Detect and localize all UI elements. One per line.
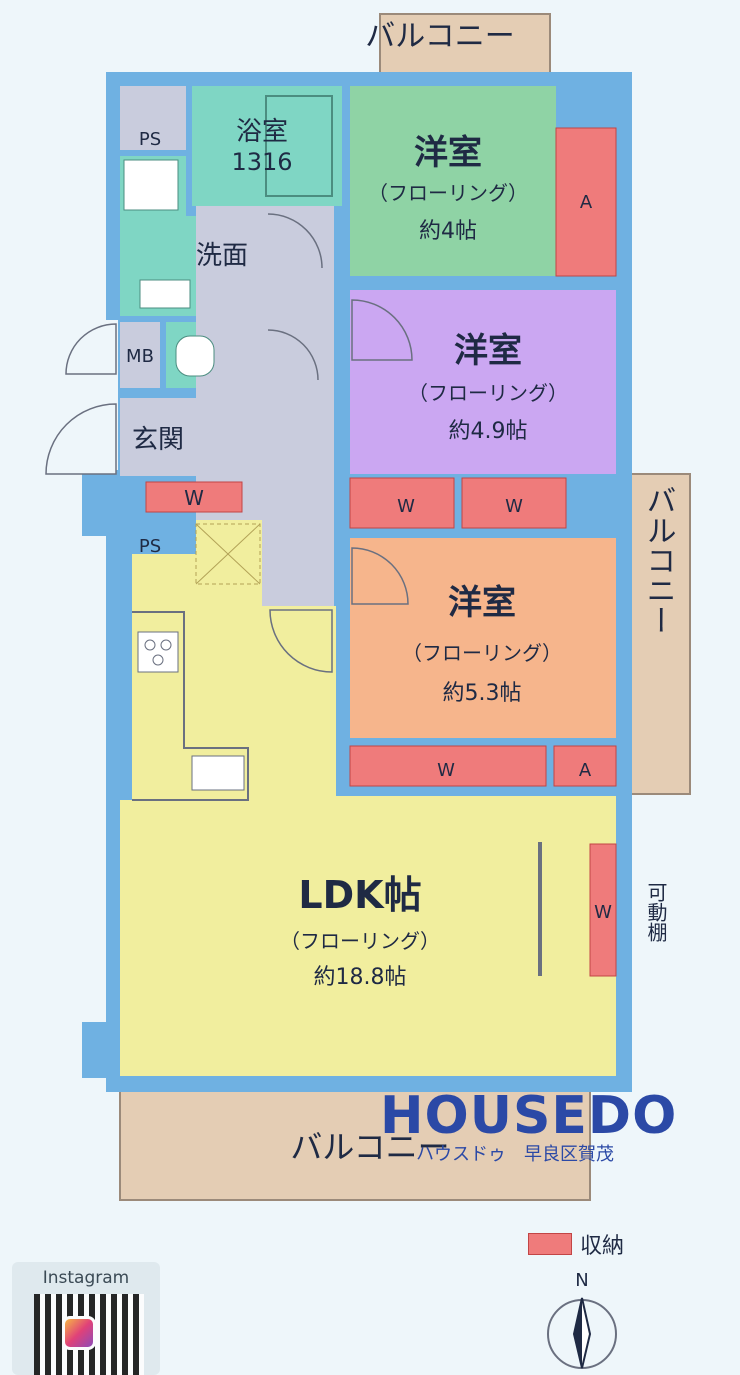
balcony-right-label: バルコニー [641,485,676,635]
washing-machine-icon [123,159,179,211]
door-ldk [269,609,333,673]
legend-label: 収納 [580,1234,625,1259]
room2-size: 約4.9帖 [449,419,528,444]
toilet-icon [175,335,215,377]
storage-w-room2-right [461,477,567,529]
mb-label: MB [126,346,154,367]
washroom-label: 洗面 [196,241,248,271]
balcony-right [627,473,691,795]
brand-logo: HOUSEDO ハウスドゥ 早良区賀茂 [380,1086,677,1166]
room1-size: 約4帖 [419,219,477,244]
storage-w-room2-left [349,477,455,529]
room3-name: 洋室 [448,583,516,623]
ldk-room [120,520,616,1076]
entrance-label: 玄関 [132,425,184,455]
legend-swatch [528,1233,572,1255]
storage-w-room2-right-label: W [505,496,523,517]
storage-w-entrance [145,481,243,513]
ps-top-label: PS [139,129,161,150]
door-room2 [351,299,413,361]
storage-w-room3 [349,745,547,787]
stove-icon [137,631,179,673]
instagram-card[interactable]: Instagram [12,1262,160,1375]
room2-name: 洋室 [454,331,522,371]
ps-mid-label: PS [139,536,161,557]
sink-icon [191,755,245,791]
balcony-top [379,13,551,75]
storage-a-top [555,127,617,277]
room1-floor: （フローリング） [368,181,528,205]
legend: 収納 [528,1228,624,1260]
door-room3 [351,547,409,605]
compass-north-label: N [575,1270,588,1291]
mb-closet [120,322,160,388]
room-2 [350,290,616,474]
bath-name-label: 浴室 [236,117,288,147]
storage-a-lower-label: A [579,760,592,781]
room3-size: 約5.3帖 [443,681,522,706]
brand-name: HOUSEDO [380,1086,678,1146]
door-entrance [45,403,117,475]
ldk-floor: （フローリング） [280,929,440,953]
instagram-icon [62,1316,96,1350]
brand-subtitle: ハウスドゥ 早良区賀茂 [416,1144,614,1165]
room-1 [350,86,556,276]
storage-w-room2-left-label: W [397,496,415,517]
storage-w-room3-label: W [437,760,455,781]
storage-w-ldk [589,843,617,977]
storage-w-entrance-label: W [184,486,204,510]
entrance [120,398,196,476]
room-3 [350,538,616,738]
storage-a-lower [553,745,617,787]
instagram-label: Instagram [42,1268,130,1288]
ldk-size: 約18.8帖 [314,965,407,990]
balcony-top-label: バルコニー [365,19,514,54]
qr-code[interactable] [34,1294,144,1375]
bath-size-label: 1316 [231,148,292,176]
room1-name: 洋室 [414,133,482,173]
ldk-name: LDK帖 [298,873,421,917]
storage-a-top-label: A [580,192,593,213]
balcony-bottom-label: バルコニー [290,1128,449,1166]
movable-shelf-label: 可動棚 [644,882,668,942]
washbasin-icon [139,279,191,309]
room3-floor: （フローリング） [402,641,562,665]
storage-w-ldk-label: W [594,902,612,923]
ps-closet-top [120,86,186,150]
bathtub-icon [265,95,333,197]
compass-icon: N [547,1270,617,1369]
room2-floor: （フローリング） [408,381,568,405]
